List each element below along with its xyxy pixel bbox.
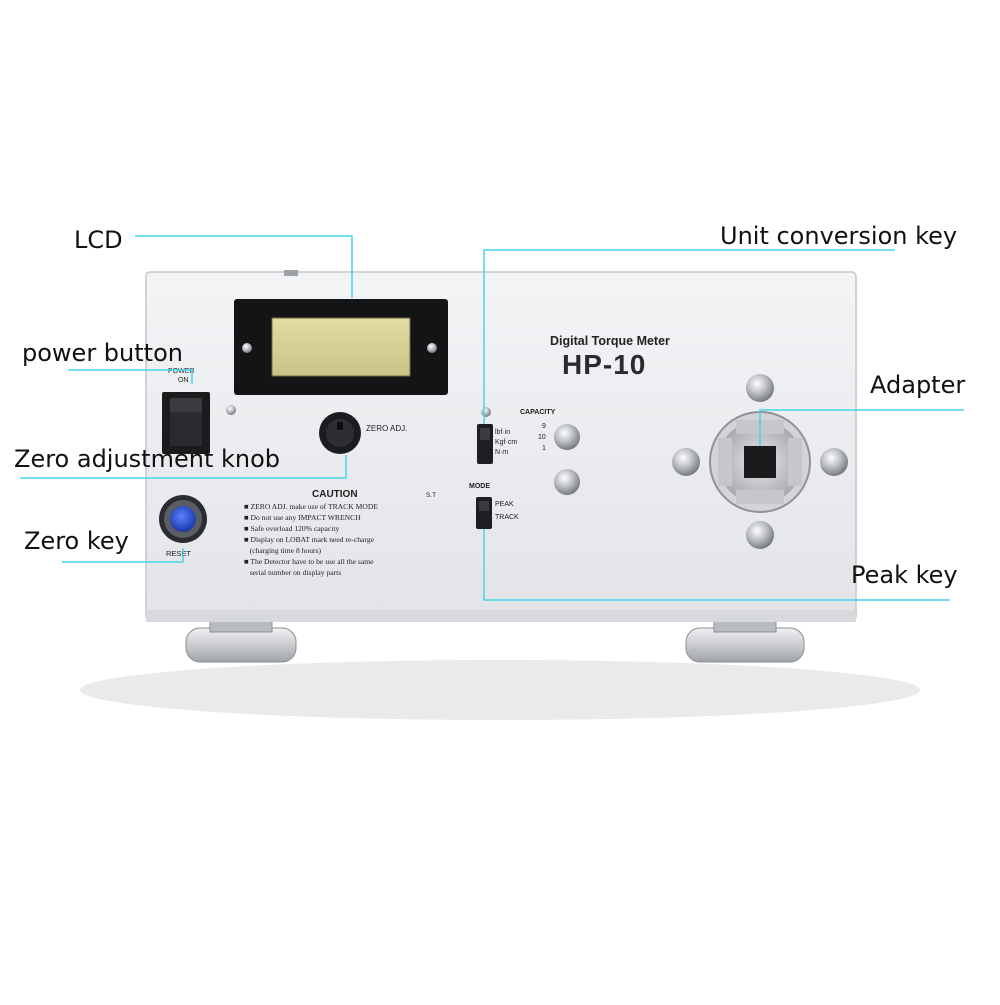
caution-line: (charging time 8 hours) (244, 546, 322, 555)
leader-lines (20, 235, 964, 601)
lcd-screw-left (242, 343, 252, 353)
mode-peak: PEAK (495, 501, 514, 508)
caution-line: ■ ZERO ADJ. make use of TRACK MODE (244, 502, 378, 511)
zero-adj-label: ZERO ADJ. (366, 424, 407, 433)
reset-label: RESET (166, 549, 191, 558)
adapter[interactable] (672, 374, 848, 549)
caution-line: ■ The Detector have to be use all the sa… (244, 557, 374, 566)
model-name: HP-10 (562, 349, 646, 380)
power-label-line1: POWER (168, 368, 194, 375)
capacity-value: 9 (542, 423, 546, 430)
caution-line: ■ Safe overload 120% capacity (244, 524, 339, 533)
capacity-label: CAPACITY (520, 409, 556, 416)
unit-conversion-key-callout: Unit conversion key (720, 222, 958, 250)
capacity-value: 10 (538, 434, 546, 441)
reset-button[interactable] (159, 495, 207, 543)
panel-screw-left (226, 405, 236, 415)
power-button-callout: power button (22, 339, 183, 367)
caution-line: serial number on display parts (244, 568, 341, 577)
peak-track-switch[interactable] (476, 497, 492, 529)
power-switch[interactable] (162, 392, 210, 454)
peak-key-callout: Peak key (851, 561, 958, 589)
unit-lbf-in: lbf·in (495, 429, 510, 436)
lcd-screen (271, 317, 411, 377)
left-foot (185, 617, 297, 663)
unit-conversion-switch[interactable] (477, 424, 493, 464)
chrome-bolt (554, 469, 580, 495)
capacity-value: 1 (542, 445, 546, 452)
zero-key-callout: Zero key (24, 527, 129, 555)
caution-line: ■ Display on LOBAT mark need re-charge (244, 535, 375, 544)
caution-title: CAUTION (312, 489, 358, 500)
unit-kgf-cm: Kgf·cm (495, 439, 517, 446)
lcd-callout: LCD (74, 226, 123, 254)
chrome-bolt (554, 424, 580, 450)
power-label-line2: ON (178, 377, 189, 384)
zero-adjust-knob[interactable] (319, 412, 361, 454)
top-screw (284, 270, 298, 276)
unit-switch-screw (481, 407, 491, 417)
adapter-callout: Adapter (870, 371, 966, 399)
zero-adjustment-knob-callout: Zero adjustment knob (14, 445, 281, 473)
caution-code: S.T (426, 492, 436, 499)
caution-line: ■ Do not use any IMPACT WRENCH (244, 513, 361, 522)
mode-label: MODE (469, 483, 490, 490)
mode-track: TRACK (495, 514, 519, 521)
floor-shadow (80, 660, 920, 720)
brand-line: Digital Torque Meter (550, 334, 670, 348)
unit-n-m: N·m (495, 449, 508, 456)
lcd-screw-right (427, 343, 437, 353)
right-foot (685, 617, 805, 663)
panel-bottom-edge (146, 610, 856, 622)
